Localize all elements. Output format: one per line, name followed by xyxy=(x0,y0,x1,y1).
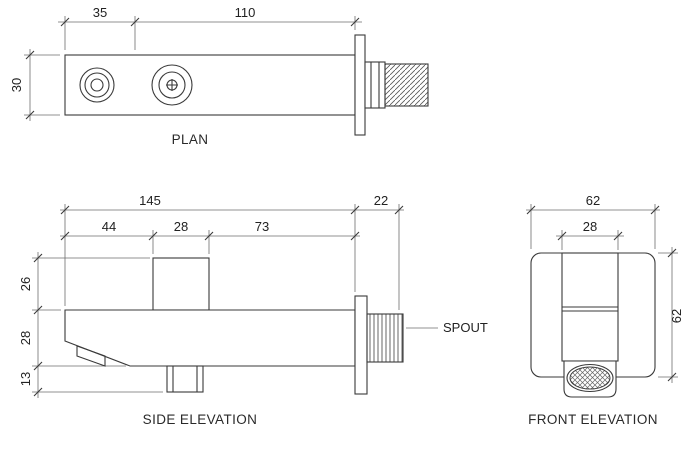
front-dim-width-label: 62 xyxy=(586,193,600,208)
side-dim-lines xyxy=(32,204,404,398)
side-elevation-view: 145 22 44 28 73 26 28 13 SPOUT SIDE ELEV… xyxy=(18,193,488,427)
side-dim-h-top-label: 26 xyxy=(18,277,33,291)
side-pipe-thread xyxy=(366,313,404,363)
plan-pipe-thread xyxy=(384,63,429,107)
front-spout-joint-lines xyxy=(562,306,618,312)
side-dim-total-label: 145 xyxy=(139,193,161,208)
front-elevation-view: 62 28 62 FRONT ELEVATION xyxy=(526,193,684,427)
side-aerator xyxy=(76,345,106,367)
side-control-knob xyxy=(152,257,210,311)
spout-callout-label: SPOUT xyxy=(443,320,488,335)
side-dim-seg1-label: 44 xyxy=(102,219,116,234)
plan-dim-left-label: 35 xyxy=(93,5,107,20)
plan-aerator-circles xyxy=(79,67,115,103)
front-dim-height-label: 62 xyxy=(669,309,684,323)
plan-dim-lines xyxy=(24,16,362,121)
side-spout-body xyxy=(64,309,356,367)
plan-title: PLAN xyxy=(172,132,209,147)
side-wall-plate xyxy=(354,295,368,395)
front-dim-spout-width-label: 28 xyxy=(583,219,597,234)
plan-dim-depth-label: 30 xyxy=(9,78,24,92)
side-dim-seg3-label: 73 xyxy=(255,219,269,234)
plan-collar xyxy=(364,61,386,109)
front-dim-lines xyxy=(526,204,678,383)
side-dim-seg2-label: 28 xyxy=(174,219,188,234)
plan-wall-plate xyxy=(354,34,366,136)
side-dim-h-mid-label: 28 xyxy=(18,331,33,345)
plan-spout-body xyxy=(64,54,356,116)
side-dim-h-bot-label: 13 xyxy=(18,372,33,386)
plan-view: 35 110 30 PLAN xyxy=(9,5,429,147)
side-title: SIDE ELEVATION xyxy=(143,412,258,427)
plan-dim-right-label: 110 xyxy=(235,5,256,20)
plan-control-circles xyxy=(151,64,193,106)
front-aerator-mesh xyxy=(569,366,611,390)
side-outlet-block xyxy=(166,365,204,393)
front-aerator-rim xyxy=(566,363,614,393)
side-dim-wall-label: 22 xyxy=(374,193,388,208)
front-title: FRONT ELEVATION xyxy=(528,412,658,427)
